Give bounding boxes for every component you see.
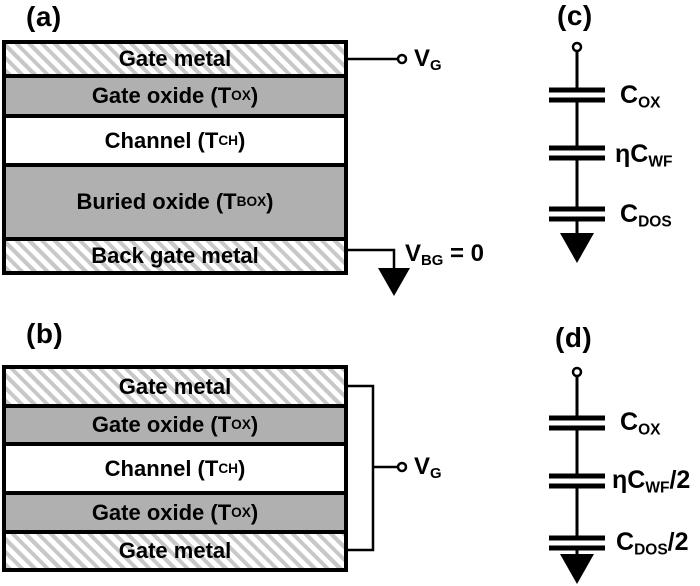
layer-label: Back gate metal: [91, 243, 259, 268]
cap-label-cwf-d: ηCWF/2: [612, 466, 691, 497]
layer-gate-metal-top: Gate metal: [6, 369, 344, 404]
layer-back-gate-metal: Back gate metal: [6, 237, 344, 271]
layer-label: Buried oxide (T: [76, 189, 237, 214]
cap-label-cdos-c: CDOS: [620, 200, 672, 231]
cap-label-cwf-c: ηCWF: [615, 140, 673, 171]
panel-d-label: (d): [555, 322, 593, 353]
gate-voltage-label-a: VG: [414, 45, 442, 75]
terminal-circle-d: [571, 366, 583, 378]
back-gate-voltage-label-a: VBG = 0: [405, 240, 485, 270]
layer-label: Channel (T: [104, 127, 219, 153]
back-gate-wire-a: [346, 248, 396, 272]
gate-voltage-label-b: VG: [414, 453, 442, 483]
layer-gate-metal-bottom: Gate metal: [6, 530, 344, 568]
layer-gate-metal: Gate metal: [6, 44, 344, 74]
layer-label: Gate oxide (T: [91, 412, 232, 437]
layer-label: Gate oxide (T: [91, 499, 232, 525]
panel-a-label: (a): [26, 1, 62, 32]
layer-label: Gate metal: [118, 373, 232, 399]
cap-label-cdos-d: CDOS/2: [616, 528, 689, 559]
terminal-circle-a: [396, 53, 408, 65]
ground-arrow-icon: [378, 268, 410, 296]
cap-label-cox-c: COX: [620, 81, 661, 112]
layer-label: Gate metal: [118, 46, 232, 71]
panel-b-label: (b): [26, 318, 64, 349]
terminal-circle-b: [396, 461, 408, 473]
cap-label-cox-d: COX: [620, 408, 661, 439]
gate-bracket-b: [346, 384, 375, 552]
ground-arrow-icon: [560, 233, 594, 263]
layer-label: Gate metal: [118, 538, 232, 563]
layer-label: Channel (T: [104, 455, 219, 481]
ground-arrow-icon: [560, 554, 594, 584]
panel-c-label: (c): [557, 0, 593, 31]
layer-label: Gate oxide (T: [91, 83, 232, 108]
terminal-circle-c: [571, 41, 583, 53]
